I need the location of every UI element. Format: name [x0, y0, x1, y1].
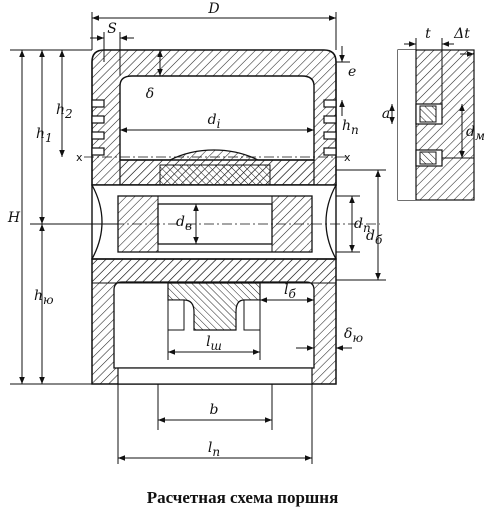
piston-pin-region [60, 184, 380, 260]
label-x-left: x [76, 151, 83, 164]
label-lsh: lш [206, 334, 222, 353]
label-dt: Δt [453, 26, 470, 42]
label-hiu: hю [34, 288, 54, 307]
label-delta: δ [146, 86, 154, 102]
label-dv: dв [176, 214, 192, 233]
label-h1: h1 [36, 126, 53, 145]
label-x-right: x [344, 151, 351, 164]
label-e: e [348, 64, 356, 80]
label-db: dб [366, 228, 383, 247]
label-H: H [7, 210, 21, 226]
label-h2: h2 [56, 102, 73, 121]
label-lp: lп [208, 440, 220, 459]
label-dp: dп [354, 216, 371, 235]
piston-head [91, 49, 337, 186]
label-t: t [425, 26, 431, 42]
piston-skirt [91, 258, 337, 385]
figure-caption: Расчетная схема поршня [146, 488, 339, 507]
label-D: D [207, 1, 219, 17]
label-hp: hп [342, 118, 359, 137]
piston-drawing: D S H h1 h2 hю δ di dв dп dб e hп a t Δt… [7, 1, 485, 464]
label-dm: dм [466, 124, 485, 143]
label-lb: lб [284, 282, 296, 301]
ring-groove-detail [389, 38, 475, 201]
label-a: a [382, 106, 390, 122]
label-di: di [208, 112, 221, 131]
label-S: S [107, 21, 117, 37]
label-b: b [210, 402, 219, 418]
label-deltaiu: δю [344, 326, 363, 345]
